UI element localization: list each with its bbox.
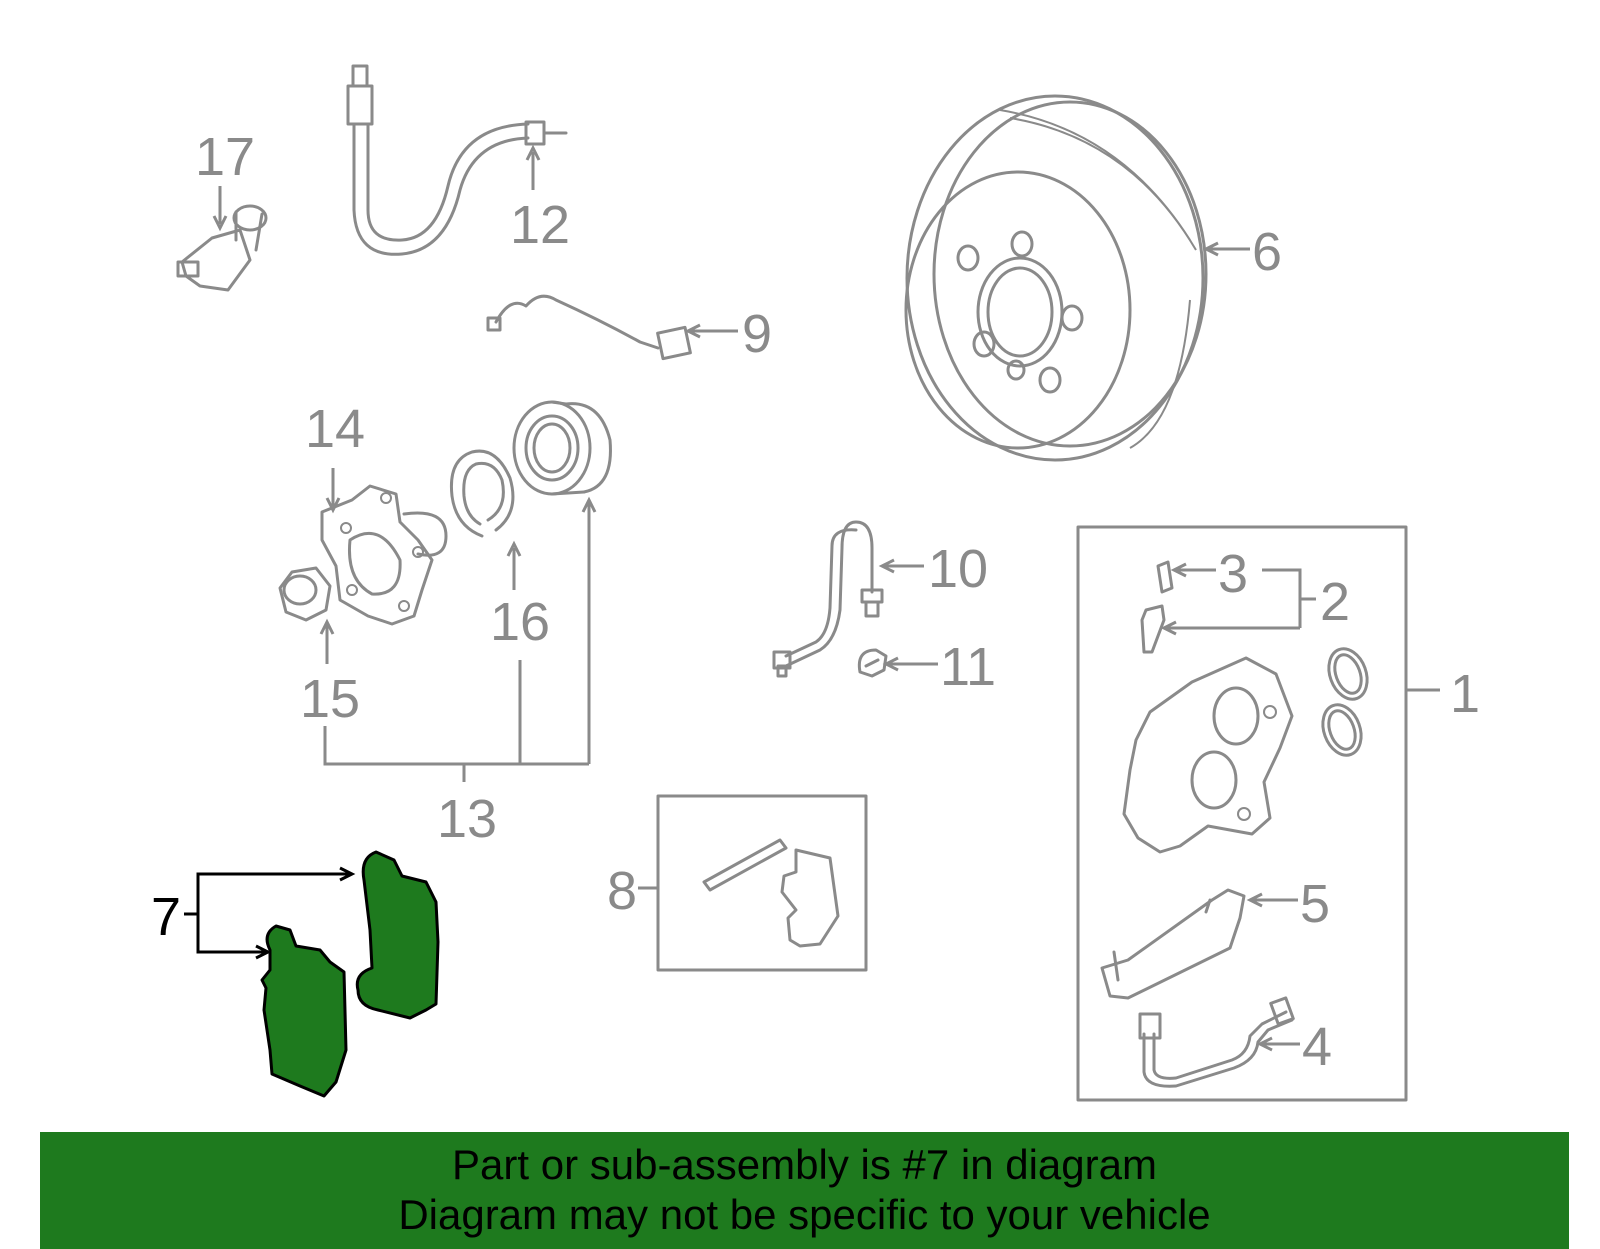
callout-3: 3 <box>1218 544 1248 604</box>
part-17-speed-sensor <box>176 186 268 292</box>
callout-4: 4 <box>1302 1017 1332 1077</box>
part-10-brake-line <box>772 520 924 678</box>
part-7-brake-pads <box>184 850 440 1098</box>
brake-pad-rear <box>355 850 440 1020</box>
callout-10: 10 <box>928 539 988 599</box>
part-14-wheel-hub <box>320 468 448 626</box>
callout-12: 12 <box>510 195 570 255</box>
banner-line-2: Diagram may not be specific to your vehi… <box>398 1191 1211 1238</box>
callout-11: 11 <box>940 637 996 697</box>
part-12-brake-hose <box>346 64 568 256</box>
part-8-hardware-kit <box>638 794 868 972</box>
caliper-assembly-group <box>1076 525 1440 1102</box>
callout-13: 13 <box>437 789 497 849</box>
callout-8: 8 <box>607 861 637 921</box>
callout-5: 5 <box>1300 874 1330 934</box>
callout-1: 1 <box>1450 664 1480 724</box>
banner-line-1: Part or sub-assembly is #7 in diagram <box>452 1141 1157 1188</box>
info-banner: Part or sub-assembly is #7 in diagram Di… <box>40 1132 1569 1249</box>
part-13-wheel-bearing <box>512 400 612 764</box>
callout-2: 2 <box>1320 572 1350 632</box>
part-16-snap-ring <box>449 449 522 590</box>
part-9-wear-sensor <box>486 294 738 361</box>
callout-7: 7 <box>151 887 181 947</box>
part-11-clip <box>857 648 938 678</box>
part-6-brake-rotor <box>904 94 1250 462</box>
callout-14: 14 <box>305 399 365 459</box>
callout-6: 6 <box>1252 222 1282 282</box>
callout-15: 15 <box>300 669 360 729</box>
callout-16: 16 <box>490 592 550 652</box>
brake-pad-front <box>260 924 348 1098</box>
callout-9: 9 <box>742 304 772 364</box>
callout-17: 17 <box>195 127 255 187</box>
callout-13-bracket <box>323 660 589 782</box>
part-15-hub-nut <box>278 566 335 664</box>
